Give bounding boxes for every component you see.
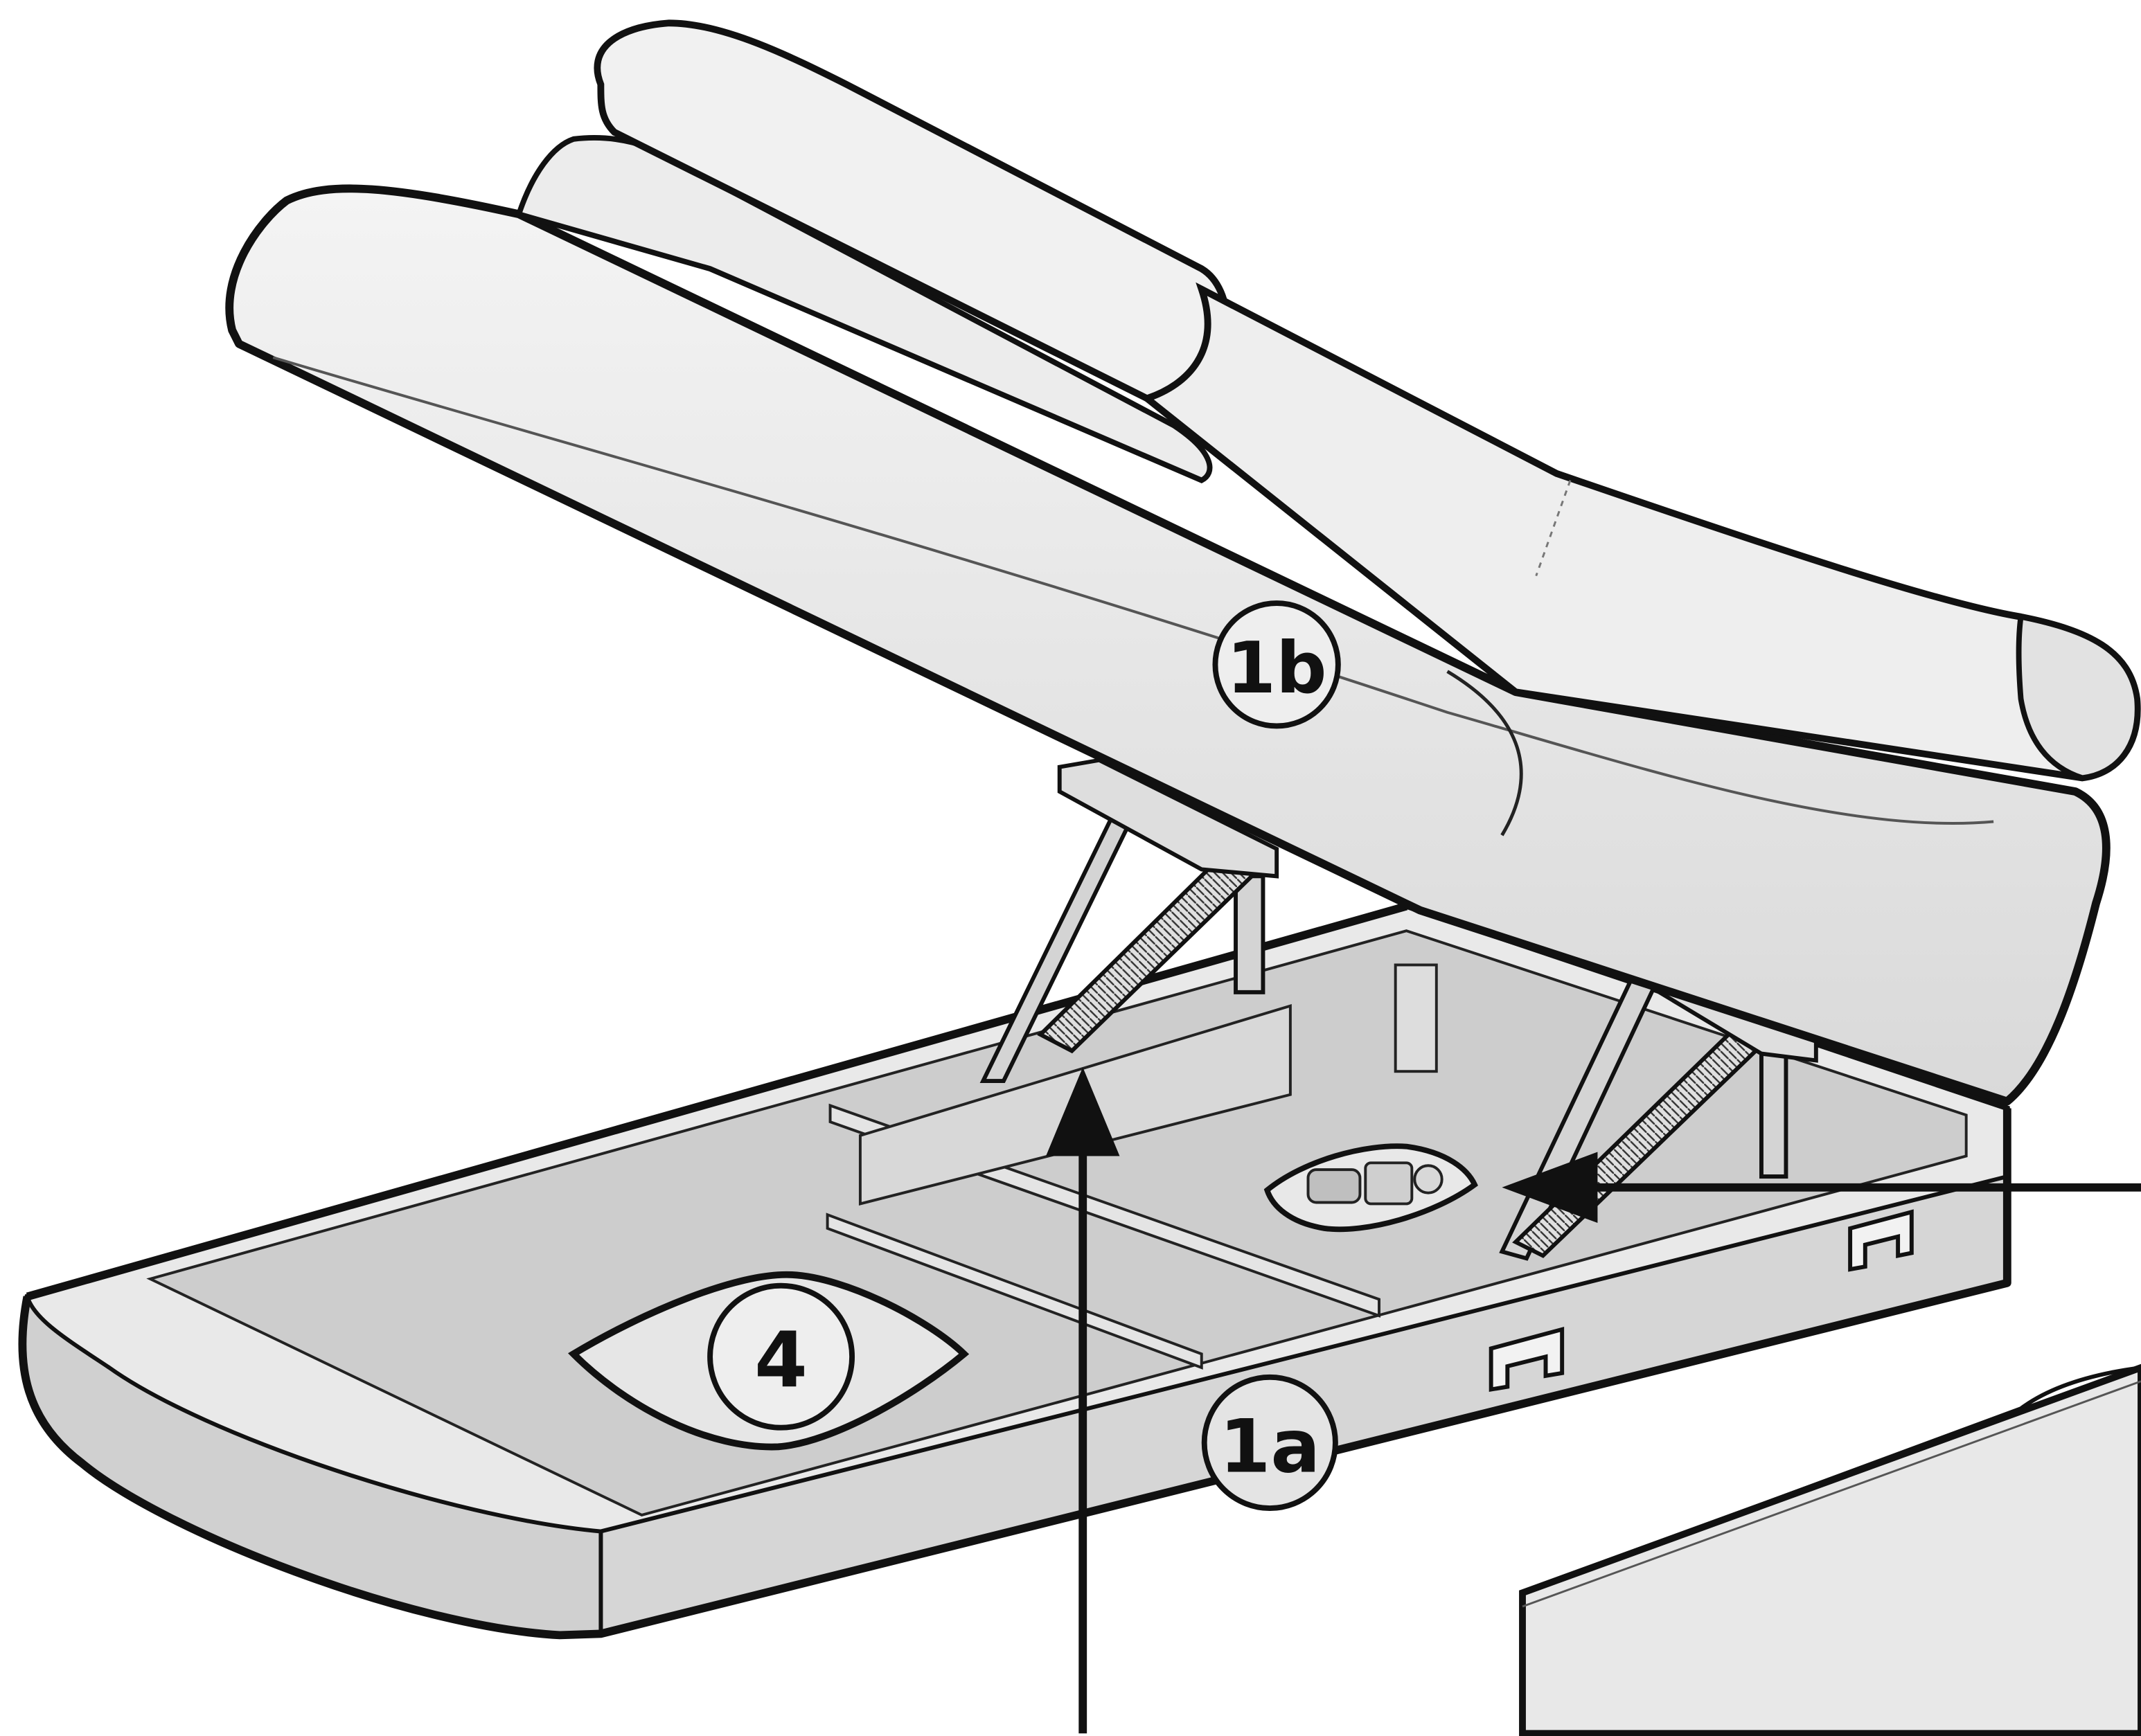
callout-1a: 1a xyxy=(1201,1374,1338,1511)
lid-side-face xyxy=(225,184,2111,1106)
mechanism-part-1 xyxy=(1306,1168,1362,1204)
arrow-head-left xyxy=(1502,1152,1598,1224)
base-handle-1 xyxy=(1489,1326,1565,1393)
base-handle-2 xyxy=(1848,1209,1914,1272)
pointer-arrow-vertical xyxy=(1046,1067,1120,1734)
callout-4: 4 xyxy=(707,1282,855,1431)
base-outline xyxy=(18,902,2011,1640)
arrow-head-up xyxy=(1046,1067,1120,1156)
cross-rail-2 xyxy=(826,1212,1203,1370)
inner-post xyxy=(1394,963,1438,1073)
callout-1b-label: 1b xyxy=(1227,627,1327,710)
backrest-lid xyxy=(225,19,2141,1106)
loose-cushion-top xyxy=(1521,1366,2141,1595)
mechanism-part-2 xyxy=(1364,1161,1414,1206)
callout-1a-label: 1a xyxy=(1219,1404,1320,1489)
left-strut-arm-2 xyxy=(1234,874,1265,994)
lid-right-roll xyxy=(2016,614,2140,781)
lid-top-roll xyxy=(594,19,1231,402)
mechanism-pad xyxy=(1263,1143,1478,1233)
pointer-arrow-horizontal xyxy=(1502,1152,2141,1224)
mechanism-knob xyxy=(1413,1164,1443,1194)
right-strut-arm-2 xyxy=(1759,1044,1788,1179)
lid-front-curve xyxy=(1446,670,1523,836)
lift-mechanism-left xyxy=(979,758,1279,1083)
loose-cushion xyxy=(1519,1363,2141,1736)
loose-cushion-edge xyxy=(1522,1380,2141,1608)
callout-4-label: 4 xyxy=(754,1316,808,1405)
callout-1b: 1b xyxy=(1212,600,1341,729)
